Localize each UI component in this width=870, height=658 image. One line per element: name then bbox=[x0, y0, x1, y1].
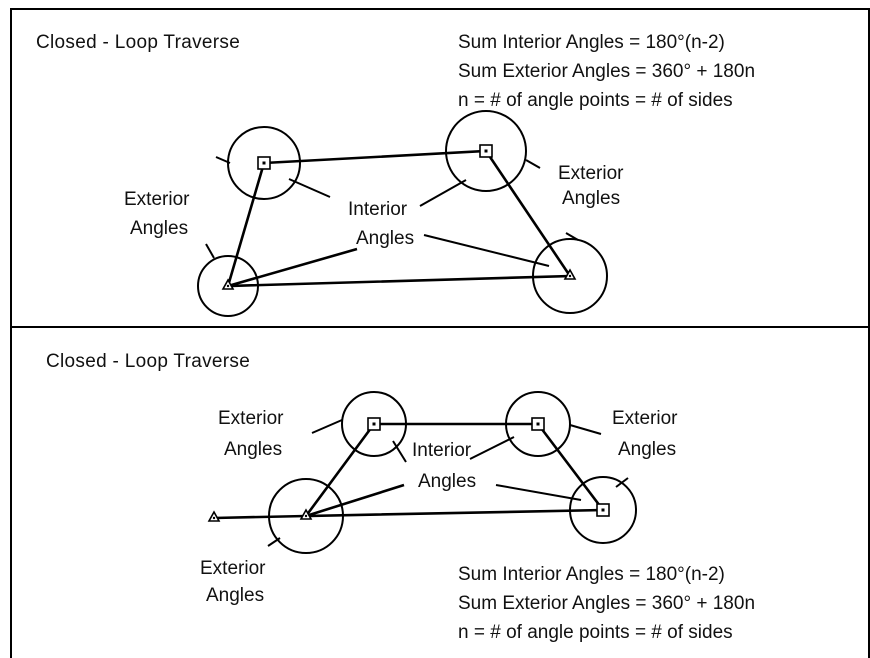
label-interior: Interior bbox=[348, 199, 408, 220]
station-dot-icon bbox=[536, 422, 540, 426]
panel-title: Closed - Loop Traverse bbox=[46, 351, 250, 372]
formula-exterior: Sum Exterior Angles = 360° + 180n bbox=[458, 61, 755, 82]
leader-interior-top-left bbox=[392, 440, 407, 463]
leader-exterior-bottom-right bbox=[565, 232, 579, 241]
station-dot-icon bbox=[601, 508, 605, 512]
interior-leader-left bbox=[305, 483, 405, 518]
station-triangle-icon bbox=[221, 278, 235, 290]
station-dot-icon bbox=[212, 516, 216, 520]
leader-exterior-top-left bbox=[311, 419, 343, 434]
formula-exterior: Sum Exterior Angles = 360° + 180n bbox=[458, 593, 755, 614]
leader-interior-bottom-right bbox=[495, 484, 582, 501]
top-diagram: Closed - Loop Traverse Sum Interior Angl… bbox=[36, 32, 755, 317]
leader-exterior-bottom-left bbox=[267, 537, 281, 547]
station-dot-icon bbox=[262, 161, 266, 165]
leader-exterior-top-right bbox=[525, 159, 541, 169]
label-exterior-top-right-2: Angles bbox=[618, 439, 676, 460]
leader-interior-top-right bbox=[469, 436, 515, 460]
leader-interior-top-right bbox=[419, 179, 467, 207]
station-triangle-icon bbox=[299, 508, 313, 520]
bottom-diagram: Closed - Loop Traverse Exterior Angles I… bbox=[46, 351, 755, 643]
label-exterior-bottom-left-2: Angles bbox=[206, 585, 264, 606]
label-exterior-top-right: Exterior bbox=[612, 408, 678, 429]
bottom-panel bbox=[10, 326, 870, 658]
label-interior: Interior bbox=[412, 440, 472, 461]
label-exterior-left: Exterior bbox=[124, 189, 190, 210]
label-exterior-left-2: Angles bbox=[130, 218, 188, 239]
station-triangle-icon bbox=[207, 510, 221, 522]
leader-interior-top-left bbox=[288, 178, 331, 198]
formula-interior: Sum Interior Angles = 180°(n-2) bbox=[458, 32, 725, 53]
leader-exterior-bottom-left bbox=[205, 243, 215, 259]
formula-n: n = # of angle points = # of sides bbox=[458, 90, 733, 111]
station-dot-icon bbox=[484, 149, 488, 153]
label-exterior-right: Exterior bbox=[558, 163, 624, 184]
leader-exterior-top-right bbox=[569, 424, 602, 435]
leader-exterior-top-left bbox=[215, 156, 231, 164]
panel-title: Closed - Loop Traverse bbox=[36, 32, 240, 53]
leader-interior-bottom-right bbox=[423, 234, 550, 267]
formula-n: n = # of angle points = # of sides bbox=[458, 622, 733, 643]
station-dot-icon bbox=[304, 514, 308, 518]
leader-exterior-bottom-right bbox=[615, 477, 629, 488]
label-exterior-top-left-2: Angles bbox=[224, 439, 282, 460]
top-panel bbox=[10, 8, 870, 328]
label-interior-2: Angles bbox=[418, 471, 476, 492]
station-dot-icon bbox=[372, 422, 376, 426]
station-dot-icon bbox=[568, 274, 572, 278]
station-dot-icon bbox=[226, 284, 230, 288]
label-interior-2: Angles bbox=[356, 228, 414, 249]
label-exterior-bottom-left: Exterior bbox=[200, 558, 266, 579]
label-exterior-top-left: Exterior bbox=[218, 408, 284, 429]
backsight-line bbox=[213, 514, 307, 520]
label-exterior-right-2: Angles bbox=[562, 188, 620, 209]
formula-interior: Sum Interior Angles = 180°(n-2) bbox=[458, 564, 725, 585]
interior-leader-left bbox=[227, 247, 358, 288]
station-triangle-icon bbox=[563, 268, 577, 280]
